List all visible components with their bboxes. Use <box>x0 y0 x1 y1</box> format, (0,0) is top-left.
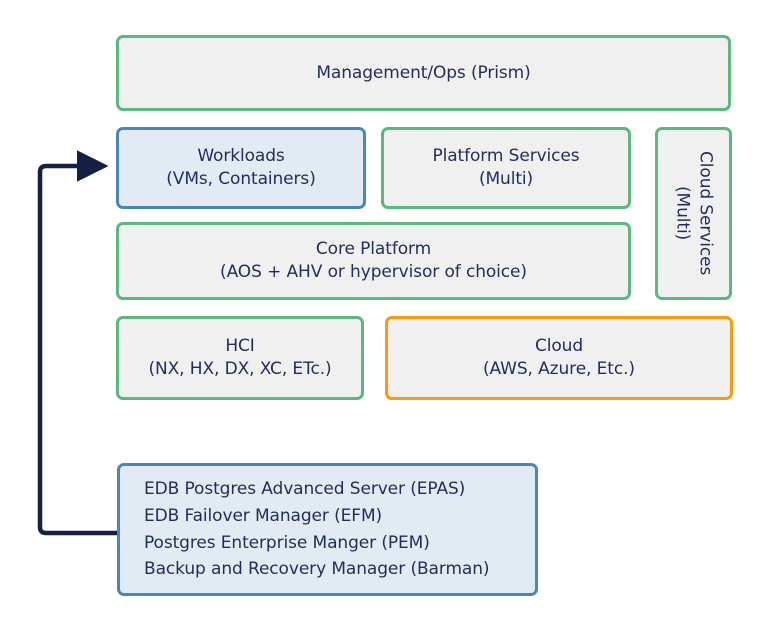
box-management-ops[interactable]: Management/Ops (Prism) <box>116 35 731 111</box>
box-cloud-services-label: Cloud Services (Multi) <box>672 151 716 276</box>
box-core-platform-label: Core Platform (AOS + AHV or hypervisor o… <box>220 239 527 282</box>
box-platform-services-label: Platform Services (Multi) <box>432 146 580 189</box>
box-edb-components[interactable]: EDB Postgres Advanced Server (EPAS) EDB … <box>117 463 538 596</box>
box-workloads-label: Workloads (VMs, Containers) <box>166 146 316 189</box>
box-cloud-label: Cloud (AWS, Azure, Etc.) <box>483 336 635 379</box>
box-hci-label: HCI (NX, HX, DX, XC, ETc.) <box>148 336 332 379</box>
box-workloads[interactable]: Workloads (VMs, Containers) <box>116 127 366 209</box>
arrow-path <box>37 150 117 536</box>
box-cloud-services[interactable]: Cloud Services (Multi) <box>655 127 732 300</box>
box-edb-components-label: EDB Postgres Advanced Server (EPAS) EDB … <box>144 478 490 580</box>
box-cloud[interactable]: Cloud (AWS, Azure, Etc.) <box>385 316 733 400</box>
box-platform-services[interactable]: Platform Services (Multi) <box>381 127 631 209</box>
box-core-platform[interactable]: Core Platform (AOS + AHV or hypervisor o… <box>116 222 631 300</box>
box-management-ops-label: Management/Ops (Prism) <box>316 62 531 83</box>
box-hci[interactable]: HCI (NX, HX, DX, XC, ETc.) <box>116 316 364 400</box>
